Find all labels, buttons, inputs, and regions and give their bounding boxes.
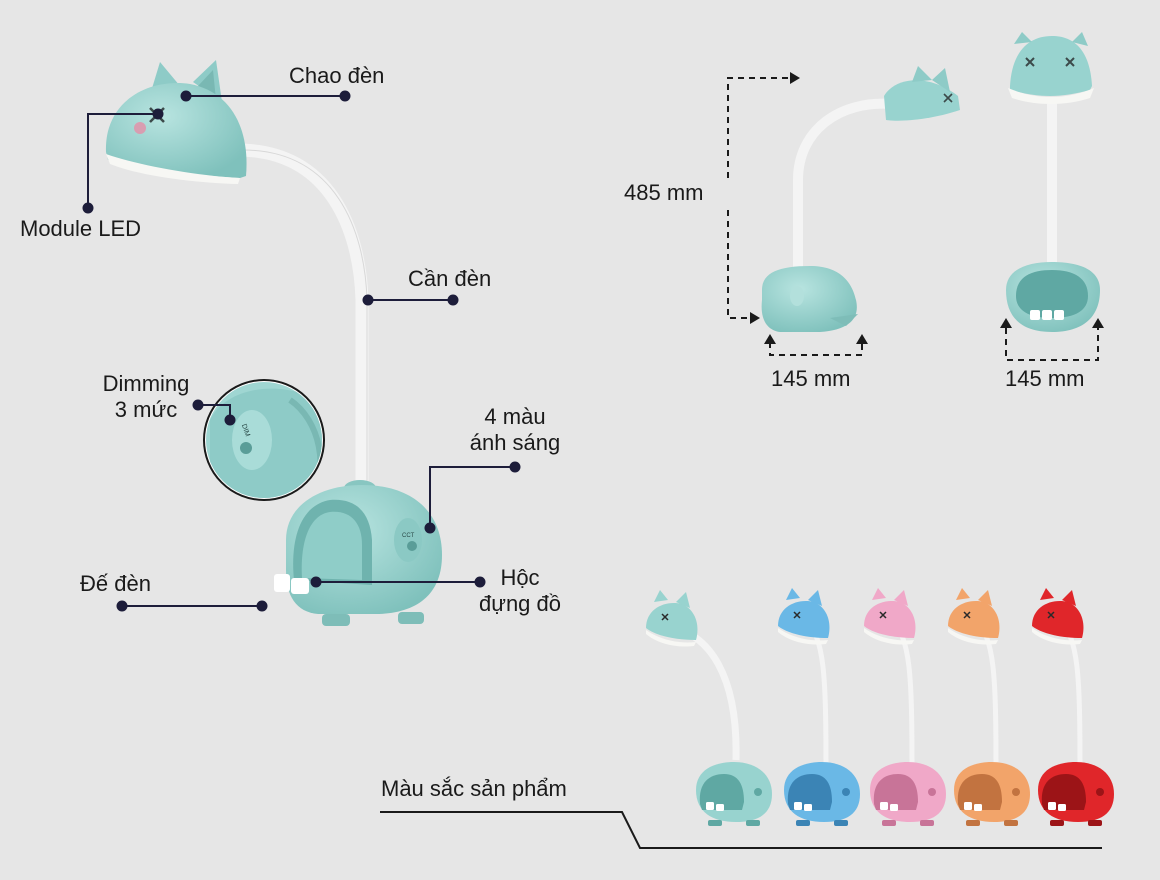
callout-arm: Cần đèn — [408, 266, 492, 291]
dimension-width-front: 145 mm — [1005, 366, 1085, 391]
callout-dimming-line2: 3 mức — [114, 397, 178, 422]
variant-lamp-orange — [948, 588, 1030, 826]
main-lamp: CCT — [105, 60, 442, 626]
front-view-lamp — [1006, 32, 1100, 332]
lamp-arm — [231, 143, 369, 492]
callout-shade: Chao đèn — [289, 63, 385, 88]
callout-dimming-line1: Dimming — [102, 371, 190, 396]
callout-lines — [82, 90, 521, 612]
callout-led-module: Module LED — [20, 216, 142, 241]
dimming-zoom-circle: DIM — [203, 379, 325, 501]
dimension-markers — [727, 72, 1104, 361]
color-variants — [646, 588, 1114, 826]
dimension-height: 485 mm — [624, 180, 704, 205]
side-view-lamp — [761, 66, 960, 332]
callout-light-colors-line1: 4 màu — [484, 404, 546, 429]
cct-button-label: CCT — [402, 533, 415, 539]
variant-lamp-pink — [864, 588, 946, 826]
lamp-base: CCT — [274, 480, 442, 626]
callout-storage: Hộc đựng đồ — [466, 565, 574, 617]
dim-button-label: DIM — [240, 423, 251, 438]
lamp-shade — [105, 60, 247, 184]
callout-dimming: Dimming 3 mức — [90, 371, 202, 423]
variant-lamp-red — [1032, 588, 1114, 826]
callout-storage-line1: Hộc — [500, 565, 540, 590]
callout-light-colors-line2: ánh sáng — [469, 430, 561, 455]
colors-section-title: Màu sắc sản phẩm — [381, 776, 567, 801]
callout-base: Đế đèn — [80, 571, 151, 596]
variant-lamp-mint — [646, 590, 772, 826]
callout-light-colors: 4 màu ánh sáng — [452, 404, 578, 456]
callout-storage-line2: đựng đồ — [478, 591, 562, 616]
dimension-width-side: 145 mm — [771, 366, 851, 391]
colors-title-underline — [380, 811, 1102, 849]
variant-lamp-blue — [778, 588, 860, 826]
